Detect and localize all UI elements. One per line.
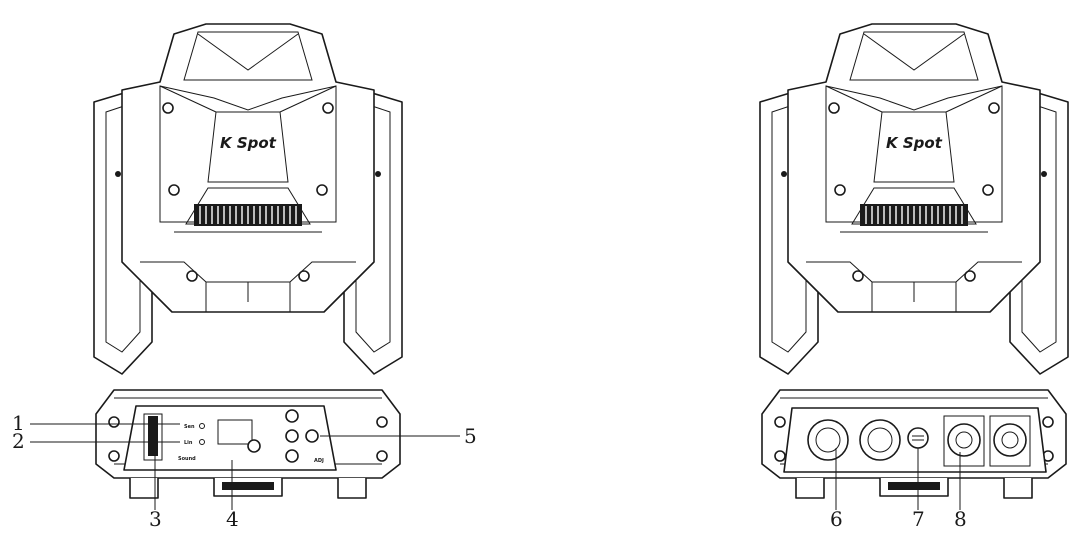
control-panel — [123, 405, 337, 471]
callout-8: 8 — [954, 507, 967, 531]
fixture-logo: K Spot — [886, 134, 943, 152]
brand-mark: ADJ — [314, 458, 324, 464]
led-indicator — [199, 423, 205, 429]
callout-3: 3 — [149, 507, 162, 531]
lcd-display — [217, 419, 253, 445]
callout-1: 1 — [12, 411, 25, 435]
front-fixture-drawing: Sen Lin Sound ADJ K Spot — [93, 23, 403, 499]
callout-6: 6 — [830, 507, 843, 531]
panel-label: Sen — [184, 424, 195, 430]
led-indicator — [199, 439, 205, 445]
callout-2: 2 — [12, 429, 25, 453]
fuse-holder — [907, 427, 929, 449]
button-left-icon — [247, 439, 261, 453]
callout-lines — [30, 423, 961, 510]
rear-fixture-drawing: K Spot — [759, 23, 1069, 499]
button-up-icon — [285, 409, 299, 423]
panel-label: Lin — [184, 440, 193, 446]
callout-7: 7 — [912, 507, 925, 531]
panel-label: Sound — [178, 456, 196, 462]
dmx-input-connector — [807, 419, 849, 461]
usb-port — [148, 416, 158, 456]
fixture-logo: K Spot — [220, 134, 277, 152]
callout-4: 4 — [226, 507, 239, 531]
button-down-icon — [285, 449, 299, 463]
power-output-connector — [989, 415, 1031, 467]
button-enter-icon — [285, 429, 299, 443]
dmx-output-connector — [859, 419, 901, 461]
callout-5: 5 — [464, 424, 477, 448]
button-right-icon — [305, 429, 319, 443]
power-input-connector — [943, 415, 985, 467]
